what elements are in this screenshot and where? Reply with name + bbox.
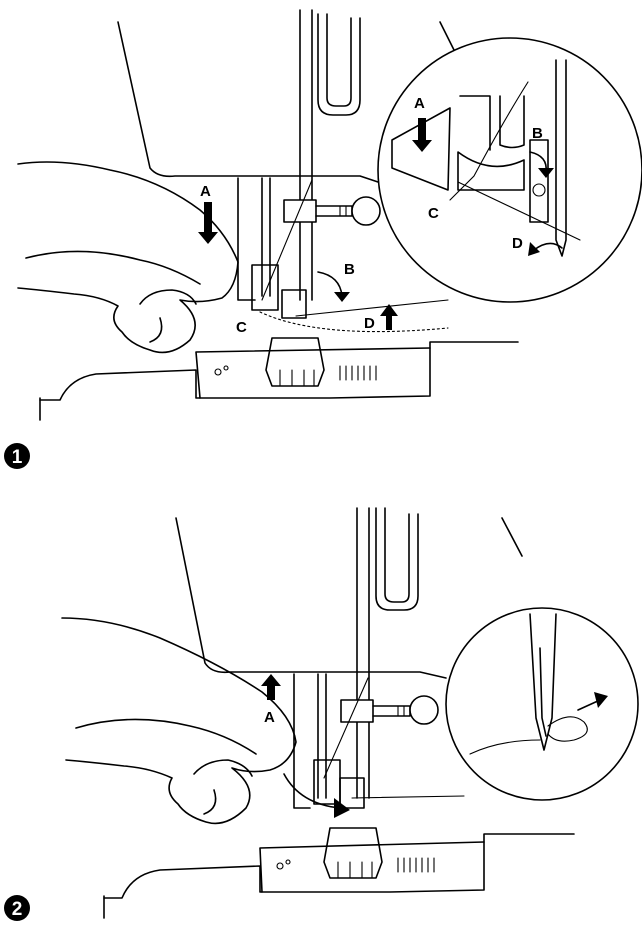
- step-1-number: 1: [12, 447, 23, 468]
- label-c: C: [236, 319, 247, 336]
- needle-clamp: [283, 199, 317, 223]
- step-1-badge: 1: [4, 443, 30, 469]
- machine-bed-2: [103, 833, 575, 899]
- machine-head-outline-2: [175, 517, 447, 679]
- step-2-illustration: A 2: [0, 478, 642, 929]
- label-b: B: [344, 261, 355, 278]
- step-2-badge: 2: [4, 895, 30, 921]
- inset-label-b: B: [532, 125, 543, 142]
- inset-label-d: D: [512, 235, 523, 252]
- thread-line: [261, 179, 313, 301]
- machine-bed: [39, 341, 519, 401]
- hand-outline: [17, 161, 239, 354]
- step-1-illustration: A B C D A B C D 1: [4, 9, 642, 469]
- hand-outline-2: [61, 617, 297, 825]
- presser-foot: [265, 337, 325, 387]
- threader-lever: [251, 264, 279, 311]
- arrow-d-up: [380, 304, 398, 330]
- presser-foot-2: [323, 827, 383, 879]
- arrow-lever-curve: [283, 773, 341, 809]
- inset-detail-step-1: A B C D: [377, 37, 642, 303]
- inset-detail-step-2: [445, 607, 639, 801]
- clamp-screw-knob-2: [409, 695, 439, 725]
- clamp-screw-knob: [351, 196, 381, 226]
- label-d: D: [364, 315, 375, 332]
- machine-head-outline: [117, 21, 379, 183]
- inset-label-a: A: [414, 95, 425, 112]
- label-a: A: [200, 183, 211, 200]
- handle-loop-2: [375, 507, 419, 611]
- step-1-drawing: A B C D A B C D 1: [4, 9, 642, 469]
- step-2-number: 2: [12, 899, 23, 920]
- needle-clamp-2: [340, 699, 374, 723]
- handle-loop: [317, 13, 361, 116]
- step-2-drawing: A 2: [4, 507, 639, 921]
- arrow-a-up: [261, 674, 281, 700]
- step-2-label-a: A: [264, 709, 275, 726]
- arrow-a-down: [198, 202, 218, 244]
- inset-label-c: C: [428, 205, 439, 222]
